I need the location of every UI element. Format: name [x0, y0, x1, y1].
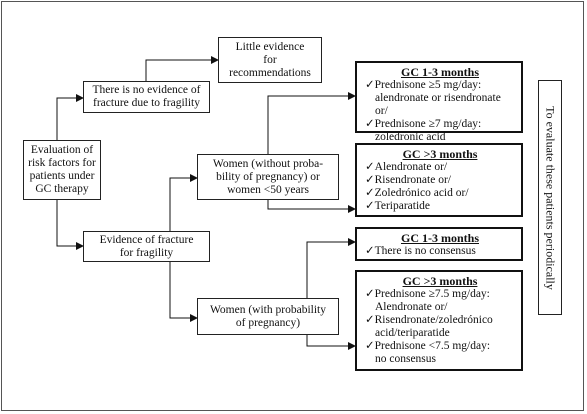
- recommendation-item: ✓Prednisone ≥5 mg/day: alendronate or ri…: [365, 79, 515, 118]
- women-without-pregnancy-text: Women (without proba- bility of pregnanc…: [212, 157, 324, 196]
- recommendation-title: GC >3 months: [402, 147, 478, 161]
- check-icon: ✓: [365, 161, 375, 173]
- periodic-evaluation-text: To evaluate these patients periodically: [543, 105, 558, 290]
- recommendation-item: ✓Zoledrónico acid or/: [365, 187, 515, 200]
- check-icon: ✓: [365, 187, 375, 199]
- fracture-evidence-box: Evidence of fracture for fragility: [83, 231, 210, 262]
- recommendation-item-text: There is no consensus: [374, 245, 476, 257]
- recommendation-item: ✓Risendronate/zoledrónico acid/teriparat…: [365, 314, 515, 340]
- check-icon: ✓: [365, 174, 375, 186]
- little-evidence-box: Little evidence for recommendations: [218, 37, 322, 83]
- check-icon: ✓: [365, 79, 375, 91]
- recommendation-box-gc-1-3-pregnancy: GC 1-3 months ✓There is no consensus: [355, 227, 523, 261]
- periodic-evaluation-box: To evaluate these patients periodically: [538, 80, 562, 315]
- arrow-fracture-to-women-with: [169, 262, 198, 322]
- check-icon: ✓: [365, 288, 375, 300]
- recommendation-title: GC 1-3 months: [400, 65, 479, 79]
- fracture-evidence-text: Evidence of fracture for fragility: [99, 233, 194, 259]
- recommendation-item: ✓Prednisone <7.5 mg/day: no consensus: [365, 340, 515, 366]
- check-icon: ✓: [365, 340, 375, 352]
- recommendation-item: ✓There is no consensus: [365, 245, 515, 258]
- arrow-fracture-to-women-without: [169, 174, 198, 231]
- recommendation-item: ✓Teriparatide: [365, 200, 515, 213]
- women-without-pregnancy-box: Women (without proba- bility of pregnanc…: [197, 154, 339, 200]
- recommendation-item-text: Zoledrónico acid or/: [374, 187, 469, 199]
- no-fracture-box: There is no evidence of fracture due to …: [83, 81, 210, 113]
- recommendation-box-gc-over-3-no-pregnancy: GC >3 months ✓Alendronate or/ ✓Risendron…: [355, 143, 523, 217]
- women-with-pregnancy-box: Women (with probability of pregnancy): [197, 298, 339, 335]
- recommendation-item-text: Risendronate or/: [374, 174, 451, 186]
- recommendation-item-text: Alendronate or/: [374, 161, 448, 173]
- check-icon: ✓: [365, 245, 375, 257]
- little-evidence-text: Little evidence for recommendations: [229, 40, 311, 79]
- arrow-women-without-to-r2: [267, 200, 356, 213]
- eval-risk-text: Evaluation of risk factors for patients …: [28, 144, 96, 195]
- recommendation-item-text: Prednisone ≥7.5 mg/day: Alendronate or/: [374, 288, 490, 313]
- check-icon: ✓: [365, 200, 375, 212]
- recommendation-item-text: Prednisone ≥5 mg/day: alendronate or ris…: [374, 79, 501, 117]
- women-with-pregnancy-text: Women (with probability of pregnancy): [210, 303, 326, 329]
- recommendation-item: ✓Prednisone ≥7 mg/day: zoledronic acid: [365, 118, 515, 144]
- recommendation-title: GC 1-3 months: [400, 231, 479, 245]
- arrow-women-without-to-r1: [267, 92, 356, 154]
- recommendation-box-gc-over-3-pregnancy: GC >3 months ✓Prednisone ≥7.5 mg/day: Al…: [355, 270, 523, 371]
- recommendation-item-text: Prednisone ≥7 mg/day: zoledronic acid: [374, 118, 482, 143]
- arrow-eval-to-no-evidence: [56, 94, 84, 140]
- recommendation-item-text: Prednisone <7.5 mg/day: no consensus: [374, 340, 491, 365]
- check-icon: ✓: [365, 118, 375, 130]
- recommendation-item: ✓Alendronate or/: [365, 161, 515, 174]
- recommendation-item-text: Risendronate/zoledrónico acid/teriparati…: [374, 314, 493, 339]
- eval-risk-box: Evaluation of risk factors for patients …: [23, 140, 101, 200]
- recommendation-item-text: Teriparatide: [374, 200, 431, 212]
- recommendation-title: GC >3 months: [402, 274, 478, 288]
- arrow-eval-to-fracture: [56, 200, 84, 250]
- arrow-no-evidence-to-little: [145, 56, 219, 81]
- arrow-women-with-to-r4: [306, 335, 356, 350]
- recommendation-item: ✓Risendronate or/: [365, 174, 515, 187]
- recommendation-item: ✓Prednisone ≥7.5 mg/day: Alendronate or/: [365, 288, 515, 314]
- arrow-women-with-to-r3: [306, 238, 356, 298]
- recommendation-box-gc-1-3-no-pregnancy: GC 1-3 months ✓Prednisone ≥5 mg/day: ale…: [355, 61, 523, 143]
- check-icon: ✓: [365, 314, 375, 326]
- no-fracture-text: There is no evidence of fracture due to …: [92, 84, 201, 109]
